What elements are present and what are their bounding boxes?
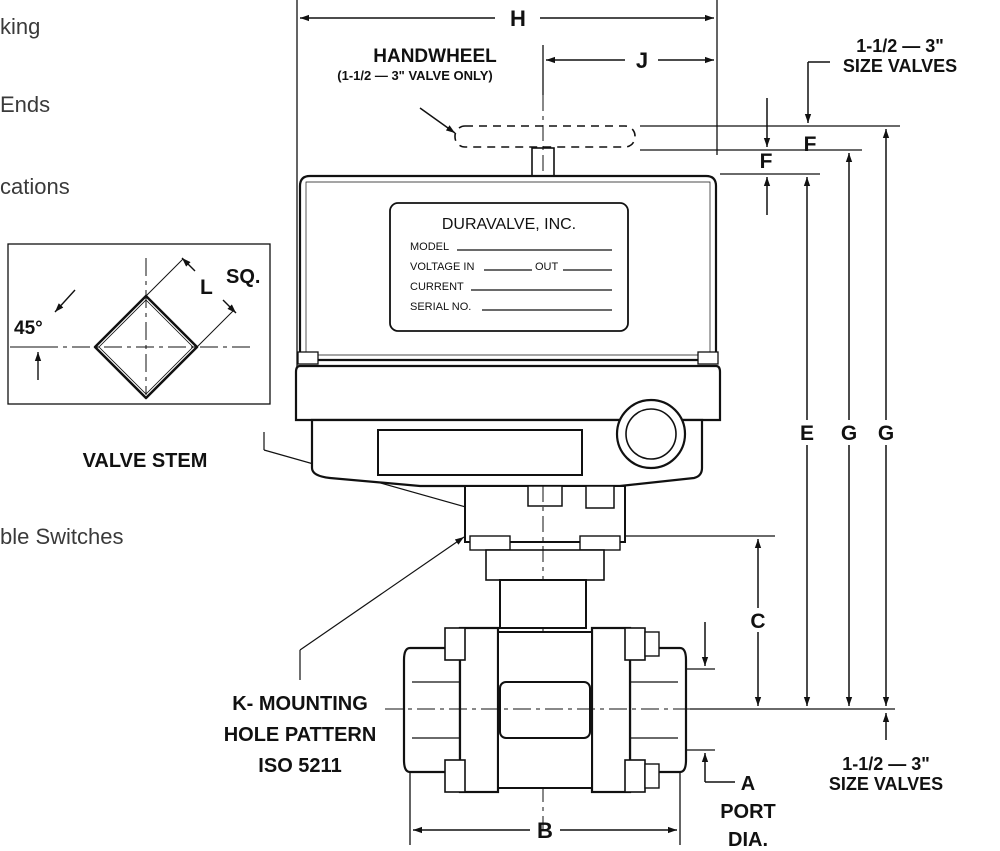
dimension-a: A PORT DIA. <box>680 622 776 851</box>
dim-label-c: C <box>750 610 765 633</box>
dim-label-f-right: F <box>804 133 817 156</box>
stem-angle-label: 45° <box>14 318 43 339</box>
mounting-line-3: ISO 5211 <box>258 755 341 777</box>
stem-label-l: L <box>200 276 213 299</box>
handwheel-callout: HANDWHEEL (1-1/2 — 3" VALVE ONLY) <box>337 46 636 148</box>
dim-label-j: J <box>636 48 648 73</box>
actuator-base-flange <box>294 364 722 422</box>
mounting-line-1: K- MOUNTING <box>232 693 368 715</box>
dim-label-h: H <box>510 6 526 31</box>
bolt-bottom-right <box>624 759 646 793</box>
cover-screw-right <box>697 351 719 365</box>
nameplate-company: DURAVALVE, INC. <box>442 216 576 233</box>
port-label-a: A <box>741 773 755 795</box>
handwheel-title: HANDWHEEL <box>373 46 497 67</box>
side-text: king Ends cations ble Switches <box>0 14 124 549</box>
stem-label-sq: SQ. <box>226 266 260 288</box>
valve-stem-detail: L SQ. 45° VALVE STEM <box>7 243 541 529</box>
valve-stem-frame <box>7 243 271 405</box>
pipe-end-left <box>402 646 462 774</box>
ball-housing <box>499 681 591 739</box>
handwheel-outline <box>454 125 636 148</box>
valve-body <box>385 579 700 794</box>
valve-stem-label: VALVE STEM <box>83 450 208 472</box>
size-valves-bottom-callout: 1-1/2 — 3" SIZE VALVES <box>829 713 943 794</box>
bolt-top-right <box>624 627 646 661</box>
dim-label-b: B <box>537 818 553 843</box>
dimension-b: B <box>409 770 681 845</box>
nameplate-current: CURRENT <box>410 281 464 293</box>
cover-screw-left <box>297 351 319 365</box>
dimension-c: C <box>625 535 775 706</box>
size-valves-bottom-line-1: 1-1/2 — 3" <box>842 754 930 774</box>
bolt-bottom-left <box>444 759 466 793</box>
dimension-f: F F <box>640 98 900 215</box>
size-valves-bottom-line-2: SIZE VALVES <box>829 774 943 794</box>
actuator: DURAVALVE, INC. MODEL VOLTAGE IN OUT CUR… <box>294 95 722 830</box>
mounting-line-2: HOLE PATTERN <box>224 724 377 746</box>
size-valves-top-line-1: 1-1/2 — 3" <box>856 36 944 56</box>
dim-label-g-inner: G <box>841 422 857 445</box>
handwheel-note: (1-1/2 — 3" VALVE ONLY) <box>337 68 492 83</box>
port-label-dia: DIA. <box>728 829 768 851</box>
port-label-port: PORT <box>720 801 776 823</box>
dimension-h: H <box>296 0 718 410</box>
dimension-e-g: E G G <box>690 129 895 710</box>
bolt-top-left <box>444 627 466 661</box>
dim-label-f-left: F <box>760 150 773 173</box>
square-stem-shape <box>93 294 199 400</box>
size-valves-top-callout: 1-1/2 — 3" SIZE VALVES <box>804 36 957 123</box>
side-text-line-3: cations <box>0 174 70 199</box>
dim-label-e: E <box>800 422 814 445</box>
actuator-window <box>377 429 583 476</box>
side-text-line-2: Ends <box>0 92 50 117</box>
dim-label-g-outer: G <box>878 422 894 445</box>
flange-right <box>590 626 632 794</box>
nameplate-model: MODEL <box>410 241 449 253</box>
nameplate-out: OUT <box>535 261 559 273</box>
nameplate-serial: SERIAL NO. <box>410 301 471 313</box>
dimension-j: J <box>542 45 714 95</box>
nameplate <box>389 202 629 332</box>
size-valves-top-line-2: SIZE VALVES <box>843 56 957 76</box>
side-text-line-4: ble Switches <box>0 524 124 549</box>
pipe-end-right <box>628 646 688 774</box>
nameplate-voltage-in: VOLTAGE IN <box>410 261 474 273</box>
side-text-line-1: king <box>0 14 40 39</box>
mounting-pattern-callout: K- MOUNTING HOLE PATTERN ISO 5211 <box>224 536 465 777</box>
